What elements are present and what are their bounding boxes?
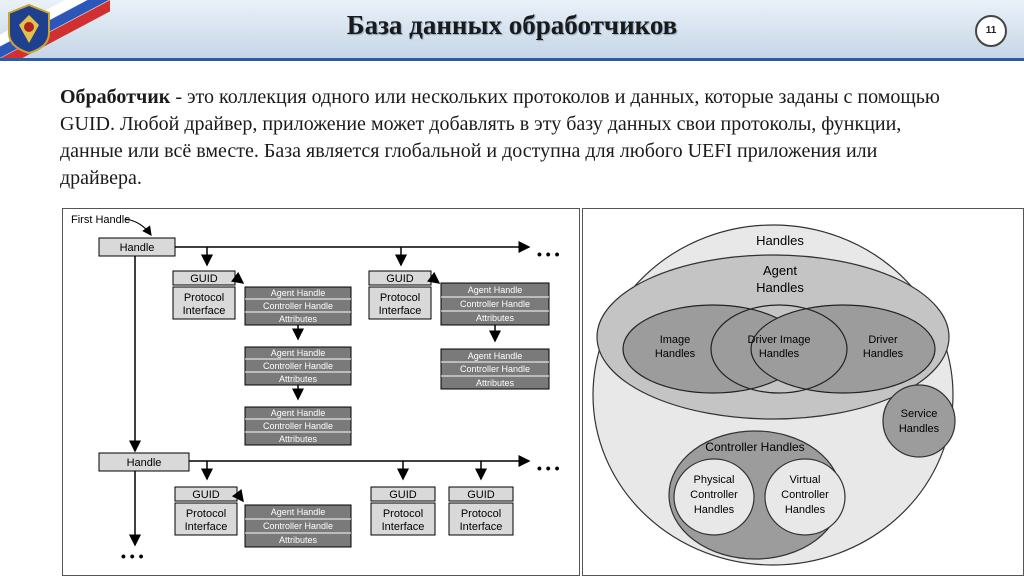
controller-handles-label: Controller Handles — [705, 440, 804, 454]
svg-text:Interface: Interface — [183, 305, 226, 317]
image-handles-line1: Image — [660, 334, 691, 346]
svg-text:GUID: GUID — [192, 489, 220, 501]
guid-block-3: GUID Protocol Interface — [174, 486, 238, 536]
emblem-icon — [8, 3, 50, 55]
svg-text:Attributes: Attributes — [279, 374, 318, 384]
svg-text:Agent Handle: Agent Handle — [271, 288, 326, 298]
svg-text:Agent Handle: Agent Handle — [468, 351, 523, 361]
handle-types-diagram: Handles Agent Handles Image Handles Driv… — [582, 208, 1024, 576]
svg-text:Controller Handle: Controller Handle — [460, 364, 530, 374]
handle-label-2: Handle — [127, 457, 162, 469]
svg-text:Agent Handle: Agent Handle — [468, 285, 523, 295]
physical-line3: Handles — [694, 504, 735, 516]
svg-text:Attributes: Attributes — [279, 535, 318, 545]
svg-text:Attributes: Attributes — [279, 314, 318, 324]
svg-text:Attributes: Attributes — [279, 434, 318, 444]
ellipsis-3: • • • — [121, 548, 144, 564]
driver-image-handles-line2: Handles — [759, 348, 800, 360]
physical-controller-ellipse — [673, 458, 755, 536]
agent-handles-line1: Agent — [763, 263, 797, 278]
open-entry-2a: Agent Handle Controller Handle Attribute… — [440, 282, 550, 326]
service-handles-line1: Service — [901, 408, 938, 420]
driver-handles-line1: Driver — [868, 334, 898, 346]
svg-text:Attributes: Attributes — [476, 313, 515, 323]
ellipsis-1: • • • — [537, 246, 560, 262]
virtual-controller-ellipse — [764, 458, 846, 536]
svg-text:Protocol: Protocol — [383, 508, 423, 520]
image-handles-line2: Handles — [655, 348, 696, 360]
svg-text:GUID: GUID — [190, 273, 218, 285]
description-text: - это коллекция одного или нескольких пр… — [60, 86, 940, 189]
virtual-line2: Controller — [781, 489, 829, 501]
svg-text:Protocol: Protocol — [184, 292, 224, 304]
guid-block-1: GUID Protocol Interface — [172, 270, 236, 320]
page-title: База данных обработчиков — [346, 10, 678, 40]
svg-text:Interface: Interface — [382, 521, 425, 533]
svg-text:Agent Handle: Agent Handle — [271, 348, 326, 358]
handle-label-1: Handle — [120, 242, 155, 254]
driver-handles-line2: Handles — [863, 348, 904, 360]
svg-text:Interface: Interface — [460, 521, 503, 533]
driver-image-handles-line1: Driver Image — [748, 334, 811, 346]
open-entry-3a: Agent Handle Controller Handle Attribute… — [244, 504, 352, 548]
svg-text:Controller Handle: Controller Handle — [263, 301, 333, 311]
driver-image-overlap — [710, 304, 848, 394]
guid-block-5: GUID Protocol Interface — [448, 486, 514, 536]
header-bar: База данных обработчиков 11 — [0, 0, 1024, 61]
handles-label: Handles — [756, 233, 804, 248]
svg-text:GUID: GUID — [386, 273, 414, 285]
physical-line2: Controller — [690, 489, 738, 501]
open-entry-2b: Agent Handle Controller Handle Attribute… — [440, 348, 550, 390]
svg-text:Agent Handle: Agent Handle — [271, 408, 326, 418]
virtual-line1: Virtual — [790, 474, 821, 486]
svg-text:GUID: GUID — [389, 489, 417, 501]
guid-block-2: GUID Protocol Interface — [368, 270, 432, 320]
ellipsis-2: • • • — [537, 460, 560, 476]
svg-text:Attributes: Attributes — [476, 378, 515, 388]
svg-text:Interface: Interface — [185, 521, 228, 533]
agent-handles-line2: Handles — [756, 280, 804, 295]
svg-text:Interface: Interface — [379, 305, 422, 317]
service-handles-circle — [882, 384, 956, 458]
svg-text:Controller Handle: Controller Handle — [263, 421, 333, 431]
first-handle-label: First Handle — [71, 214, 130, 226]
page-number-badge: 11 — [975, 15, 1007, 47]
handle-box-2 — [98, 452, 190, 472]
description-paragraph: Обработчик - это коллекция одного или не… — [60, 84, 960, 192]
svg-text:Agent Handle: Agent Handle — [271, 507, 326, 517]
open-entry-1c: Agent Handle Controller Handle Attribute… — [244, 406, 352, 446]
guid-block-4: GUID Protocol Interface — [370, 486, 436, 536]
term-bold: Обработчик — [60, 86, 171, 108]
svg-text:Controller Handle: Controller Handle — [460, 299, 530, 309]
svg-text:Controller Handle: Controller Handle — [263, 361, 333, 371]
virtual-line3: Handles — [785, 504, 826, 516]
svg-text:GUID: GUID — [467, 489, 495, 501]
open-entry-1b: Agent Handle Controller Handle Attribute… — [244, 346, 352, 386]
svg-text:Protocol: Protocol — [461, 508, 501, 520]
svg-text:Protocol: Protocol — [380, 292, 420, 304]
driver-handles-ellipse — [750, 304, 936, 394]
physical-line1: Physical — [694, 474, 735, 486]
svg-text:Controller Handle: Controller Handle — [263, 521, 333, 531]
handle-database-diagram: First Handle Handle • • • GUID Protocol … — [62, 208, 580, 576]
svg-text:Protocol: Protocol — [186, 508, 226, 520]
open-entry-1a: Agent Handle Controller Handle Attribute… — [244, 286, 352, 326]
service-handles-line2: Handles — [899, 423, 940, 435]
